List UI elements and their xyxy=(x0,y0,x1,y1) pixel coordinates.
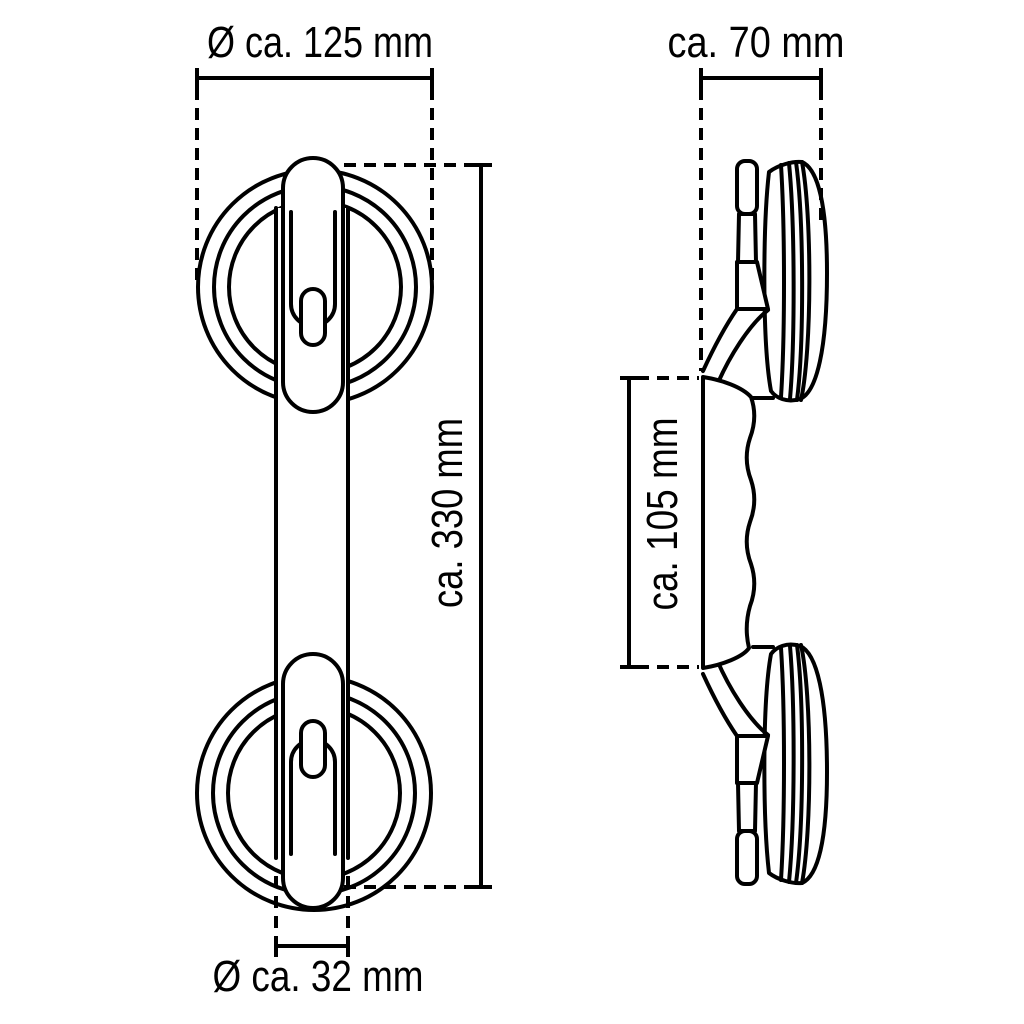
lever-body xyxy=(281,156,345,414)
side-grab-bar-profile xyxy=(701,375,757,670)
side-bottom-cup-assembly xyxy=(701,642,829,886)
dimension-label: ca. 330 mm xyxy=(423,418,472,608)
housing-transition-line xyxy=(715,308,770,387)
cup-band-line xyxy=(787,161,796,401)
dimension-grip-length: ca. 105 mm xyxy=(620,376,699,669)
dimension-total-length: ca. 330 mm xyxy=(344,163,492,889)
front-top-release-lever xyxy=(281,156,345,414)
dimension-label: ca. 70 mm xyxy=(668,18,845,67)
dimension-cup-diameter: Ø ca. 125 mm xyxy=(195,18,434,284)
lever-neck xyxy=(736,212,758,264)
side-top-cup-assembly xyxy=(701,159,829,403)
suction-cup-profile xyxy=(762,159,829,403)
cup-band-line xyxy=(779,163,786,399)
front-view xyxy=(195,156,434,912)
front-bottom-release-lever xyxy=(281,652,345,910)
side-view xyxy=(701,159,829,886)
housing-transition-line xyxy=(701,307,739,373)
dimension-label: Ø ca. 125 mm xyxy=(207,18,433,67)
dimension-depth: ca. 70 mm xyxy=(668,18,845,371)
cup-band-line xyxy=(799,160,812,402)
cup-band-line xyxy=(794,160,805,402)
lever-slot xyxy=(299,287,327,347)
dimension-bar-diameter: Ø ca. 32 mm xyxy=(213,876,424,1001)
dimension-label: ca. 105 mm xyxy=(638,418,687,611)
dimension-label: Ø ca. 32 mm xyxy=(213,952,424,1001)
lever-knob xyxy=(735,159,759,216)
